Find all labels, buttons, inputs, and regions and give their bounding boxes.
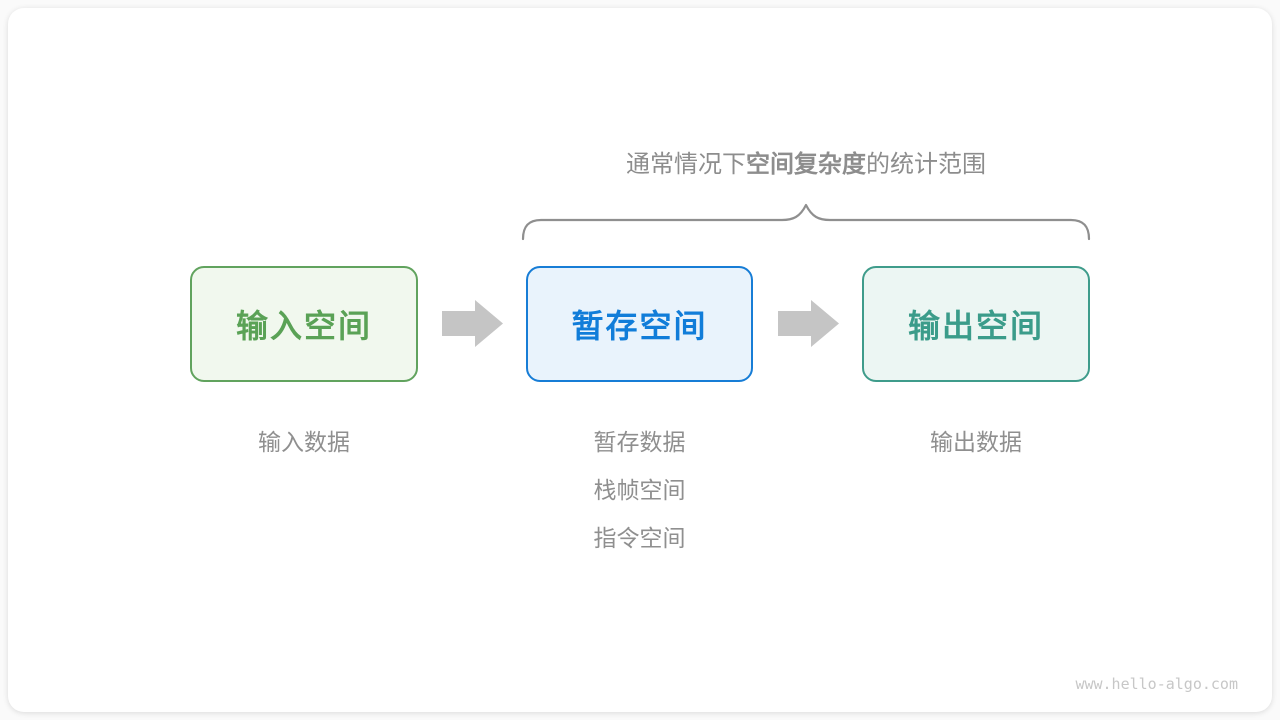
output-space-label: 输出空间 <box>907 308 1044 344</box>
scope-title-prefix: 通常情况下 <box>626 151 746 178</box>
output-caption: 输出数据 <box>930 429 1022 455</box>
temporary-space-box: 暂存空间 <box>526 266 753 382</box>
curly-brace-icon <box>521 203 1091 241</box>
scope-title-suffix: 的统计范围 <box>866 151 986 178</box>
temporary-space-label: 暂存空间 <box>571 308 708 344</box>
input-space-label: 输入空间 <box>235 308 372 344</box>
flow-arrow-2 <box>778 300 839 347</box>
temp-caption-3: 指令空间 <box>593 525 686 551</box>
input-caption: 输入数据 <box>258 429 350 455</box>
scope-brace <box>521 201 1091 241</box>
scope-title: 通常情况下空间复杂度的统计范围 <box>521 144 1091 179</box>
temp-caption-2: 栈帧空间 <box>593 477 686 503</box>
watermark: www.hello-algo.com <box>1075 675 1238 693</box>
scope-title-bold: 空间复杂度 <box>746 151 866 178</box>
right-arrow-icon <box>778 300 839 347</box>
right-arrow-icon <box>442 300 503 347</box>
flow-arrow-1 <box>442 300 503 347</box>
output-space-box: 输出空间 <box>862 266 1090 382</box>
input-space-box: 输入空间 <box>190 266 418 382</box>
temp-caption-1: 暂存数据 <box>593 429 686 455</box>
